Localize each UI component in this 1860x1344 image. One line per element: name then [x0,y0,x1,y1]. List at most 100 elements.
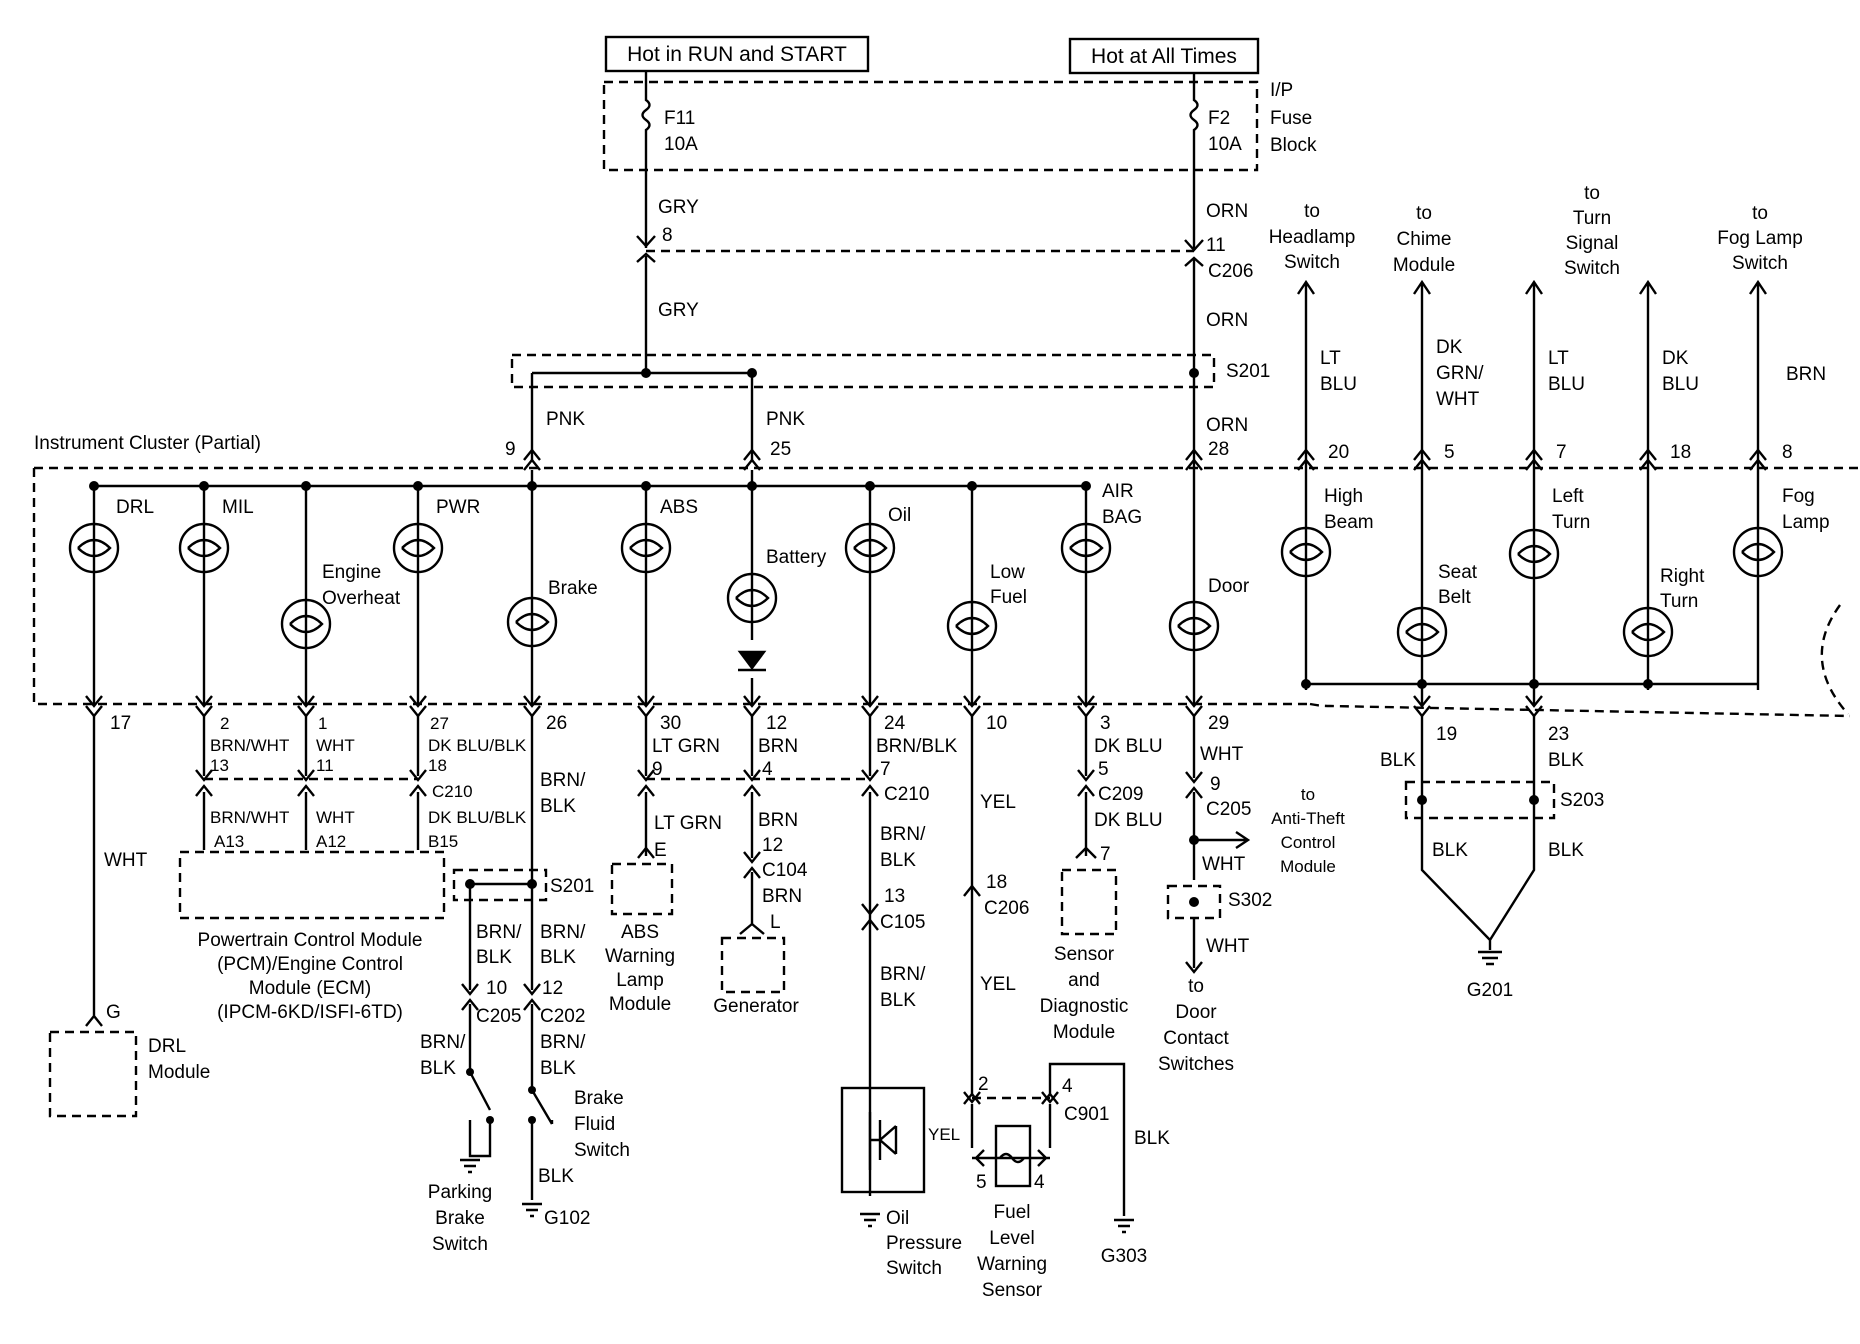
pcm-c210-label: C210 [432,782,473,801]
battery-pin: 12 [766,713,787,734]
pcm-pin-a12: A12 [316,832,346,851]
f11-rating: 10A [664,134,698,155]
splice-dot-1194 [1189,368,1199,378]
lamp-mil-label: MIL [222,497,254,518]
svg-text:BRN: BRN [1786,364,1826,385]
pin-28-label: 28 [1208,439,1229,460]
brake-gnd: G102 [544,1208,590,1229]
battery-c104: C104 [762,860,808,881]
drl-wire-label: WHT [104,850,148,871]
oil-wire2-1: BRN/ [880,824,926,845]
pcm-module-box [178,850,446,920]
abs-wire2: LT GRN [654,813,722,834]
lamp-battery-label: Battery [766,547,827,568]
battery-pin3: 12 [762,835,783,856]
s201-label: S201 [1226,361,1270,382]
oil-wire3-2: BLK [880,990,916,1011]
pcm-wire2-wht: WHT [316,808,355,827]
pnk-label-2: PNK [766,409,805,430]
fuel-pin: 10 [986,713,1007,734]
fuse-block-outline [602,80,1259,172]
door-dest-1: to [1188,976,1204,997]
door-dest-3: Contact [1163,1028,1229,1049]
oil-pin2: 7 [880,759,891,780]
svg-text:Fog Lamp: Fog Lamp [1717,228,1803,249]
pbs-wire2-1: BRN/ [420,1032,466,1053]
svg-text:to: to [1584,183,1600,204]
battery-wire: BRN [758,736,798,757]
fuel-c206: C206 [984,898,1029,919]
svg-text:5: 5 [1444,442,1455,463]
parking-brake-label-2: Brake [435,1208,485,1229]
pbs-pin-10: 10 [486,978,507,999]
pin-9-label: 9 [505,439,516,460]
fuel-pin6: 4 [1034,1172,1045,1193]
door-wire: WHT [1200,744,1244,765]
pbs-wire2-2: BLK [420,1058,456,1079]
fuel-wire2: YEL [980,974,1016,995]
fog-lamp-icon [1732,526,1784,578]
lamp-right-turn-label-2: Turn [1660,591,1698,612]
parking-brake-label-3: Switch [432,1234,488,1255]
pnk-wires [530,373,754,460]
s302-label: S302 [1228,890,1272,911]
svg-text:7: 7 [1556,442,1567,463]
svg-text:Switch: Switch [1564,258,1620,279]
oil-wire2-2: BLK [880,850,916,871]
battery-wire2: BRN [758,810,798,831]
svg-text:DK: DK [1436,337,1463,358]
orn-wire-label-2: ORN [1206,310,1248,331]
hot-all-times-label: Hot at All Times [1091,45,1237,68]
g201-pin2: 23 [1548,724,1569,745]
drl-module-label-2: Module [148,1062,210,1083]
to-headlamp-switch-wire: to Headlamp Switch LT BLU 20 [1269,201,1357,470]
pwr-lamp-icon [392,522,444,574]
abs-wire: LT GRN [652,736,720,757]
fuel-wire: YEL [980,792,1016,813]
bfs-wire-1: BRN/ [540,922,586,943]
lamp-high-beam-label-1: High [1324,486,1363,507]
abs-module-label-4: Module [609,994,671,1015]
oil-c210: C210 [884,784,929,805]
pcm-wire-brnwht: BRN/WHT [210,736,289,755]
g201-pin1: 19 [1436,724,1457,745]
right-turn-lamp-icon [1622,606,1674,658]
high-beam-lamp-icon [1280,526,1332,578]
lamp-drl-label: DRL [116,497,154,518]
brake-wire-2: BLK [540,796,576,817]
svg-text:Module: Module [1393,255,1455,276]
svg-text:LT: LT [1320,348,1341,369]
door-dest-2: Door [1175,1002,1217,1023]
brake-fluid-label-3: Switch [574,1140,630,1161]
airbag-pin3: 7 [1100,844,1111,865]
pcm-wires [202,716,420,850]
airbag-c209: C209 [1098,784,1143,805]
lamp-door-label: Door [1208,576,1250,597]
pbs-wire-2: BLK [476,947,512,968]
anti-theft-label-4: Module [1280,857,1336,876]
engine-overheat-lamp-icon [280,598,332,650]
sdm-box [1060,868,1118,936]
g303-ground-icon [1114,1218,1134,1234]
g201-blk1: BLK [1380,750,1416,771]
lamp-engine-label-1: Engine [322,562,381,583]
fuel-pin3: 2 [978,1074,989,1095]
svg-text:Switch: Switch [1732,253,1788,274]
pcm-wire-dkblublk: DK BLU/BLK [428,736,527,755]
abs-module-label-3: Lamp [616,970,664,991]
to-turn-signal-switch-wire-2: DK BLU 18 [1639,279,1699,470]
drl-g-pin: G [106,1002,121,1023]
sdm-label-4: Module [1053,1022,1115,1043]
generator-label: Generator [713,996,799,1017]
brake-s201-box [452,868,548,902]
brake-fluid-switch-icon [522,1086,554,1218]
svg-text:DK: DK [1662,348,1689,369]
lamp-abs-label: ABS [660,497,698,518]
lamp-fog-label-1: Fog [1782,486,1815,507]
oil-lamp-icon [844,522,896,574]
pin-chevrons-top [523,448,1767,471]
oil-pressure-switch-icon [840,1086,926,1228]
lamp-seat-belt-label-2: Belt [1438,587,1471,608]
generator-box [720,936,786,994]
s201-splice-box [510,353,1216,389]
